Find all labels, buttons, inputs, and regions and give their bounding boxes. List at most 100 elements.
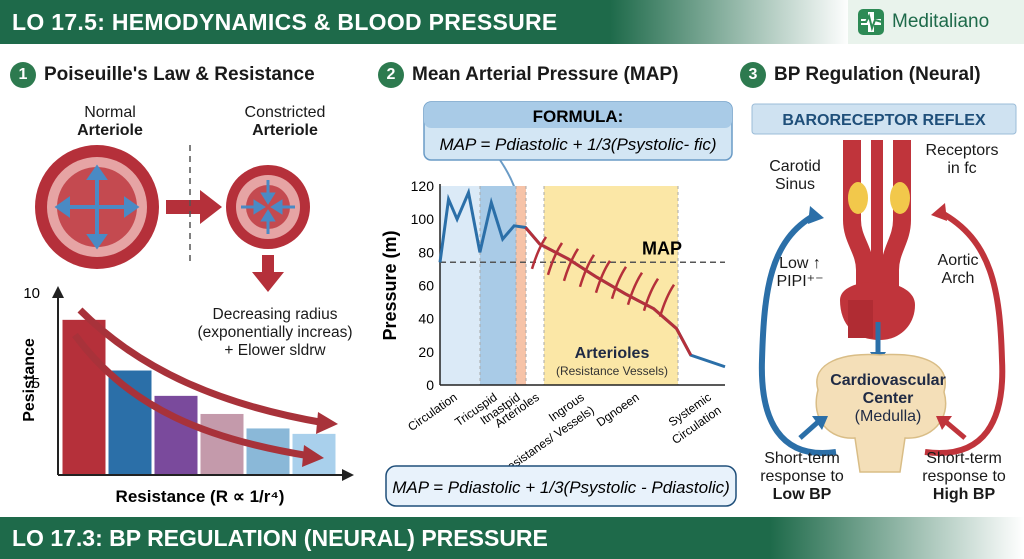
right-resp-line2: response to: [922, 468, 1006, 485]
footer-title: LO 17.3: BP REGULATION (NEURAL) PRESSURE: [0, 517, 770, 559]
y-axis-arrow-icon: [52, 286, 64, 298]
map-ytick-80: 80: [418, 244, 434, 260]
formula-bottom: MAP = Pdiastolic + 1/3(Psystolic - Pdias…: [392, 478, 730, 497]
left-resp-line1: Short-term: [764, 450, 840, 467]
low-label: Low ↑ PIPI⁺⁻: [770, 255, 830, 291]
map-ytick-100: 100: [411, 211, 435, 227]
map-ytick-0: 0: [426, 377, 434, 393]
map-ytick-20: 20: [418, 344, 434, 360]
normal-label-line2: Arteriole: [77, 122, 143, 139]
trend-arrow-lower: [72, 332, 311, 460]
trend-arrow-upper: [77, 307, 326, 427]
bar-3: [199, 412, 245, 476]
right-arrow-icon: [166, 190, 222, 224]
receptors-line2: in fc: [947, 160, 977, 177]
x-axis-arrow-icon: [342, 469, 354, 481]
carotid-line2: Sinus: [774, 176, 816, 193]
reflex-banner-text: BARORECEPTOR REFLEX: [782, 112, 986, 129]
page-title: LO 17.5: HEMODYNAMICS & BLOOD PRESSURE: [0, 0, 610, 44]
receptors-line1: Receptors: [925, 142, 999, 159]
arterioles-title: Arterioles: [575, 345, 650, 362]
formula-top: MAP = Pdiastolic + 1/3(Psystolic- fic): [439, 135, 716, 154]
brand-name: Meditaliano: [892, 11, 990, 32]
radius-note: Decreasing radius (exponentially increas…: [180, 306, 370, 360]
constricted-label-line2: Arteriole: [252, 122, 318, 139]
map-y-label: Pressure (m): [380, 230, 400, 340]
receptors-label: Receptors in fc: [912, 142, 1012, 178]
section3-title: BP Regulation (Neural): [774, 64, 981, 85]
region-tricuspid: [480, 186, 516, 385]
high-bp-loop: [924, 209, 1006, 457]
center-line3: (Medulla): [854, 408, 922, 425]
vessel-branch-3: [578, 254, 596, 288]
heartbeat-icon: [858, 9, 884, 35]
section2-heading: 2 Mean Arterial Pressure (MAP): [378, 62, 678, 88]
right-resp-line3: High BP: [932, 486, 996, 503]
section1-heading: 1 Poiseuille's Law & Resistance: [10, 62, 315, 88]
center-line1: Cardiovascular: [830, 372, 946, 389]
section1-number: 1: [10, 62, 36, 88]
left-resp-line2: response to: [760, 468, 844, 485]
note-line3: + Elower sldrw: [224, 342, 326, 359]
vessel-branch-5: [610, 266, 628, 300]
formula-title: FORMULA:: [533, 107, 624, 126]
arteriole-curve: [524, 226, 693, 356]
vessel-branch-8: [658, 283, 676, 318]
constricted-label-line1: Constricted: [244, 104, 326, 121]
low-bp-loop: [758, 212, 837, 457]
footer-gradient: [770, 517, 1024, 559]
baroreceptor-diagram: BARORECEPTOR REFLEX: [751, 103, 1017, 473]
map-ytick-120: 120: [411, 178, 435, 194]
section2-number: 2: [378, 62, 404, 88]
low-line2: PIPI⁺⁻: [776, 273, 824, 290]
section3-number: 3: [740, 62, 766, 88]
note-line2: (exponentially increas): [197, 324, 353, 341]
carotid-sinus-icon: [848, 182, 868, 214]
arterioles-subtitle: (Resistance Vessels): [556, 364, 668, 378]
low-line1: Low ↑: [779, 255, 821, 272]
formula-box-header: [424, 102, 732, 128]
left-resp-line3: Low BP: [772, 486, 832, 503]
cardiovascular-center-label: Cardiovascular Center (Medulla): [808, 372, 968, 426]
reflex-banner: [751, 103, 1017, 135]
constricted-arteriole-label: Constricted Arteriole: [215, 104, 355, 140]
bar-y-label: Pesistance: [21, 338, 38, 422]
region-transition: [516, 186, 526, 385]
bar-1: [107, 369, 153, 476]
bar-x-label: Resistance (R ∝ 1/r⁴): [116, 487, 285, 506]
vessel-branch-6: [626, 272, 644, 306]
section3-heading: 3 BP Regulation (Neural): [740, 62, 981, 88]
vessel-branch-2: [562, 248, 580, 282]
artery-illustration: [840, 140, 915, 340]
vessel-branch-0: [530, 236, 548, 270]
map-ytick-60: 60: [418, 278, 434, 294]
aortic-arch-label: Aortic Arch: [918, 252, 998, 288]
carotid-sinus-label: Carotid Sinus: [755, 158, 835, 194]
vessel-branch-4: [594, 260, 612, 294]
map-label: MAP: [642, 238, 682, 258]
carotid-line1: Carotid: [769, 158, 821, 175]
constricted-arteriole-icon: [226, 165, 310, 249]
formula-box-bottom: [385, 465, 737, 507]
map-xtick-0: Circulation: [405, 390, 459, 434]
medulla-icon: [815, 353, 947, 473]
header-gradient: [610, 0, 850, 44]
resistance-bar-chart: 10 5 Pesistance Resistance (R ∝ 1/r⁴): [21, 285, 354, 506]
ytick-10: 10: [23, 285, 40, 302]
vessel-branch-1: [546, 242, 564, 276]
down-arrow-icon: [252, 255, 284, 292]
map-figure: FORMULA: MAP = Pdiastolic + 1/3(Psystoli…: [380, 101, 737, 507]
note-line1: Decreasing radius: [212, 306, 338, 323]
normal-label-line1: Normal: [84, 104, 136, 121]
section1-title: Poiseuille's Law & Resistance: [44, 64, 315, 85]
normal-arteriole-label: Normal Arteriole: [50, 104, 170, 140]
low-bp-response-label: Short-term response to Low BP: [752, 450, 852, 504]
aortic-line2: Arch: [941, 270, 975, 287]
aortic-line1: Aortic: [937, 252, 979, 269]
section2-title: Mean Arterial Pressure (MAP): [412, 64, 679, 85]
normal-arteriole-icon: [35, 145, 159, 269]
ytick-5: 5: [32, 375, 40, 392]
brand-logo: Meditaliano: [848, 0, 1024, 44]
vessel-branch-7: [642, 278, 660, 312]
